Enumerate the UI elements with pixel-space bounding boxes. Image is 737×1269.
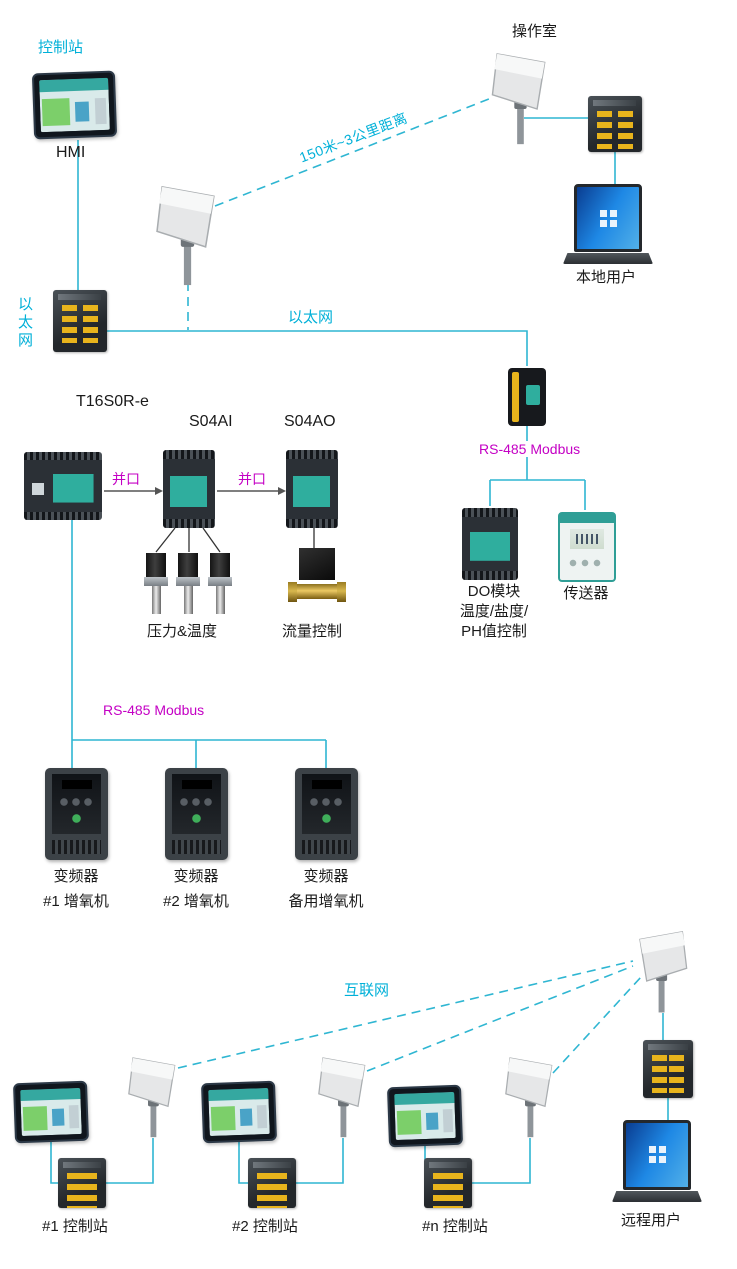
transmitter-label: 传送器 (563, 585, 609, 602)
operation-room-label: 操作室 (512, 23, 558, 40)
hmi-device (31, 70, 118, 140)
vfd-3-label: 变频器 备用增氧机 (266, 864, 386, 914)
sensor-drop-lines (155, 527, 315, 553)
wireless-links (177, 96, 642, 1074)
module-s04ao-device (286, 450, 338, 528)
station2-hmi-line (238, 1142, 250, 1184)
main-ethernet-switch (53, 290, 107, 352)
vfd-1-machine: #1 增氧机 (43, 893, 109, 910)
vfd-2-machine: #2 增氧机 (163, 893, 229, 910)
pressure-sensor-2 (175, 553, 201, 615)
station-3-antenna-icon (505, 1056, 555, 1140)
remote-user-label: 远程用户 (621, 1212, 682, 1229)
parallel-port-label-1: 并口 (112, 471, 140, 487)
station-1-hmi (12, 1080, 90, 1144)
rs485-modbus-bottom-label: RS-485 Modbus (103, 702, 205, 718)
do-module-label: DO模块 温度/盐度/ PH值控制 (446, 582, 542, 642)
transmitter-device (558, 512, 616, 582)
station-3-switch (424, 1158, 472, 1208)
vfd-2-device (165, 768, 228, 860)
arrow-right-icon (278, 487, 286, 495)
hmi-label: HMI (56, 144, 86, 161)
do-module-label-line3: PH值控制 (461, 623, 527, 640)
station3-wireless-link (552, 976, 642, 1074)
station-2-antenna-icon (318, 1056, 368, 1140)
do-module-label-line1: DO模块 (467, 583, 521, 600)
station1-hmi-line (50, 1142, 60, 1184)
pressure-sensor-3 (207, 553, 233, 615)
vfd-1-device (45, 768, 108, 860)
parallel-port-lines (104, 487, 286, 495)
vfd-2-name: 变频器 (173, 868, 219, 885)
vfd-3-device (295, 768, 358, 860)
vfd-1-label: 变频器 #1 增氧机 (16, 864, 136, 914)
station-1-label: #1 控制站 (42, 1218, 108, 1235)
pressure-sensor-1 (143, 553, 169, 615)
plc-device (24, 452, 102, 520)
control-station-title: 控制站 (38, 39, 84, 56)
rs485-right-lines (489, 426, 586, 510)
plc-model-label: T16S0R-e (76, 393, 149, 410)
station-2-switch (248, 1158, 296, 1208)
remote-ethernet-switch (643, 1040, 693, 1098)
arrow-right-icon (155, 487, 163, 495)
internet-antenna-icon (632, 930, 692, 1015)
station1-antenna-line (106, 1138, 154, 1184)
station3-antenna-line (472, 1138, 531, 1184)
ethernet-backbone-line (107, 330, 528, 366)
vfd-3-machine: 备用增氧机 (288, 893, 364, 910)
internet-label: 互联网 (344, 982, 390, 999)
rs485-vfd-bus-lines (71, 520, 327, 768)
station1-wireless-link (177, 960, 634, 1069)
station-2-hmi (200, 1080, 278, 1144)
do-module-device (462, 508, 518, 580)
module-ai-label: S04AI (189, 413, 233, 430)
remote-user-laptop (612, 1120, 702, 1202)
station2-antenna-line (296, 1138, 344, 1184)
vfd-2-label: 变频器 #2 增氧机 (136, 864, 256, 914)
module-s04ai-device (163, 450, 215, 528)
ethernet-vertical-label: 以太网 (16, 296, 33, 350)
wireless-gateway-device (508, 368, 546, 426)
rs485-modbus-right-label: RS-485 Modbus (477, 441, 583, 457)
station2-wireless-link (366, 965, 634, 1072)
ethernet-horizontal-label: 以太网 (288, 309, 334, 326)
station-3-label: #n 控制站 (422, 1218, 488, 1235)
flow-control-label: 流量控制 (282, 623, 343, 640)
module-ao-label: S04AO (284, 413, 336, 430)
pressure-temperature-label: 压力&温度 (147, 623, 218, 640)
station-3-hmi (386, 1084, 464, 1148)
parallel-port-label-2: 并口 (238, 471, 266, 487)
long-range-wireless-link (214, 96, 495, 207)
station-1-antenna-icon (128, 1056, 178, 1140)
station-2-label: #2 控制站 (232, 1218, 298, 1235)
local-user-laptop (563, 184, 653, 264)
operation-antenna-icon (490, 52, 550, 147)
field-antenna-icon (156, 184, 218, 289)
vfd-1-name: 变频器 (53, 868, 99, 885)
local-user-label: 本地用户 (576, 269, 637, 286)
vfd-3-name: 变频器 (303, 868, 349, 885)
operation-ethernet-switch (588, 96, 642, 152)
station-1-switch (58, 1158, 106, 1208)
flow-valve-device (288, 548, 346, 618)
do-module-label-line2: 温度/盐度/ (459, 603, 529, 620)
